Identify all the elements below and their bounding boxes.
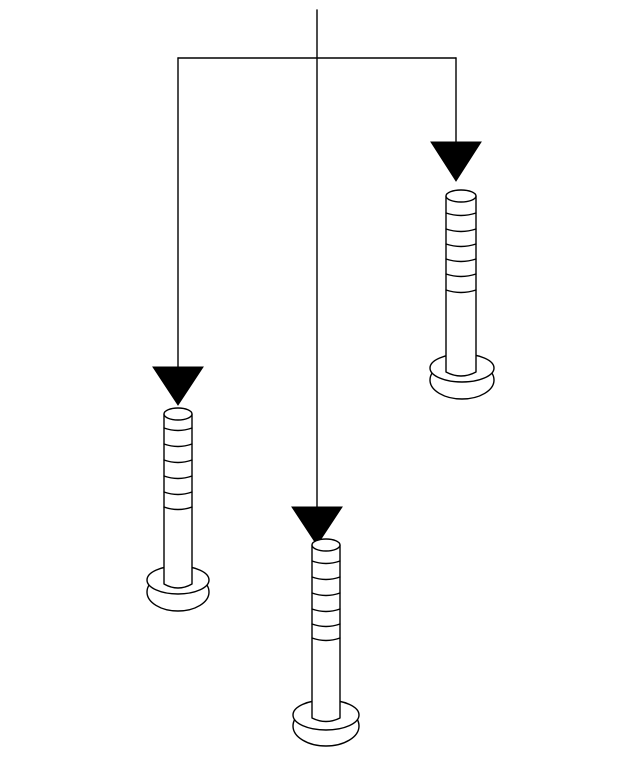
- thread-band: [311, 560, 341, 565]
- thread-band: [445, 258, 477, 263]
- thread-band: [311, 608, 341, 613]
- arrows: [152, 141, 482, 546]
- thread-band: [163, 491, 193, 496]
- bolt-shank: [163, 410, 193, 589]
- bolt-shank: [445, 192, 477, 377]
- thread-band: [163, 475, 193, 480]
- arrow-center: [291, 506, 343, 546]
- thread-band: [445, 243, 477, 248]
- arrow-right: [430, 141, 482, 182]
- thread-band: [311, 637, 341, 642]
- thread-band: [163, 427, 193, 432]
- thread-band: [445, 228, 477, 233]
- thread-band: [311, 623, 341, 628]
- bolt-shank: [311, 541, 341, 723]
- thread-band: [163, 459, 193, 464]
- flange-bolt-left: [146, 407, 210, 612]
- thread-band: [163, 443, 193, 448]
- bolt-tip: [163, 407, 193, 421]
- leader-lines: [177, 9, 457, 511]
- bolt-tip: [311, 538, 341, 552]
- thread-band: [311, 576, 341, 581]
- thread-band: [445, 273, 477, 278]
- thread-band: [445, 212, 477, 217]
- thread-band: [163, 506, 193, 511]
- thread-band: [311, 592, 341, 597]
- bolt-tip: [445, 189, 477, 203]
- thread-band: [445, 289, 477, 294]
- flange-bolt-right: [429, 189, 495, 400]
- arrow-left: [152, 366, 204, 406]
- flange-bolt-center: [292, 538, 360, 747]
